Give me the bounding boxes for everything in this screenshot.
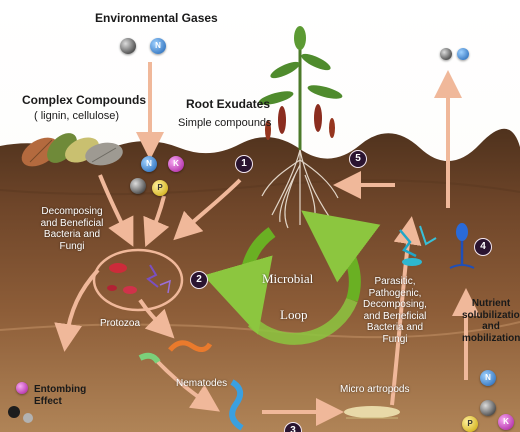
nutrient-ball-grey xyxy=(130,178,146,194)
label-protozoa: Protozoa xyxy=(100,318,140,330)
step-badge-2: 2 xyxy=(190,271,208,289)
label-microbial-loop-1: Microbial xyxy=(262,272,313,287)
step-badge-5: 5 xyxy=(349,150,367,168)
nutrient-ball-k-bottom: K xyxy=(498,414,514,430)
label-complex-compounds: Complex Compounds xyxy=(22,94,146,108)
nutrient-ball-k: K xyxy=(168,156,184,172)
label-root-exudates-sub: Simple compounds xyxy=(178,117,272,130)
gas-ball-n: N xyxy=(150,38,166,54)
gas-ball-grey-right xyxy=(440,48,452,60)
label-nematodes: Nematodes xyxy=(176,378,227,390)
label-parasitic-group: Parasitic, Pathogenic, Decomposing, and … xyxy=(354,276,436,345)
label-root-exudates: Root Exudates xyxy=(186,98,270,112)
label-entombing-effect: Entombing Effect xyxy=(34,384,82,407)
label-complex-compounds-sub: ( lignin, cellulose) xyxy=(34,110,119,123)
gas-ball-blue-right xyxy=(457,48,469,60)
label-micro-artropods: Micro artropods xyxy=(340,384,409,396)
nutrient-ball-p: P xyxy=(152,180,168,196)
nutrient-ball-grey-bottom xyxy=(480,400,496,416)
label-environmental-gases: Environmental Gases xyxy=(95,12,218,26)
entombing-ball-magenta xyxy=(16,382,28,394)
micro-artropod-icon xyxy=(344,406,400,418)
label-nutrient-solubilization: Nutrient solubilization and mobilization xyxy=(462,298,520,344)
step-badge-4: 4 xyxy=(474,238,492,256)
label-decomposing-bacteria: Decomposing and Beneficial Bacteria and … xyxy=(36,206,108,252)
nutrient-ball-n-bottom: N xyxy=(480,370,496,386)
nutrient-ball-n: N xyxy=(141,156,157,172)
label-microbial-loop-2: Loop xyxy=(280,308,307,323)
step-badge-1: 1 xyxy=(235,155,253,173)
nutrient-ball-p-bottom: P xyxy=(462,416,478,432)
gas-ball-grey xyxy=(120,38,136,54)
